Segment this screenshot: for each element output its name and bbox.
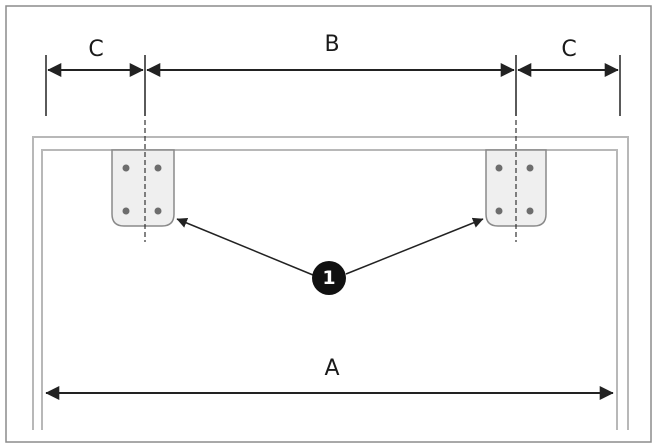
leader-arrow-right: [345, 217, 484, 275]
extension-lines: [45, 55, 621, 116]
label-b: B: [324, 32, 340, 57]
label-c-left: C: [88, 37, 104, 62]
leader-arrow-left: [176, 217, 314, 276]
panel-outline: [32, 136, 629, 430]
outer-frame: [5, 5, 652, 443]
label-c-right: C: [561, 37, 577, 62]
callout-number: 1: [312, 261, 346, 295]
bracket-right: [485, 120, 547, 242]
label-a: A: [324, 356, 340, 381]
bracket-left: [111, 120, 175, 242]
